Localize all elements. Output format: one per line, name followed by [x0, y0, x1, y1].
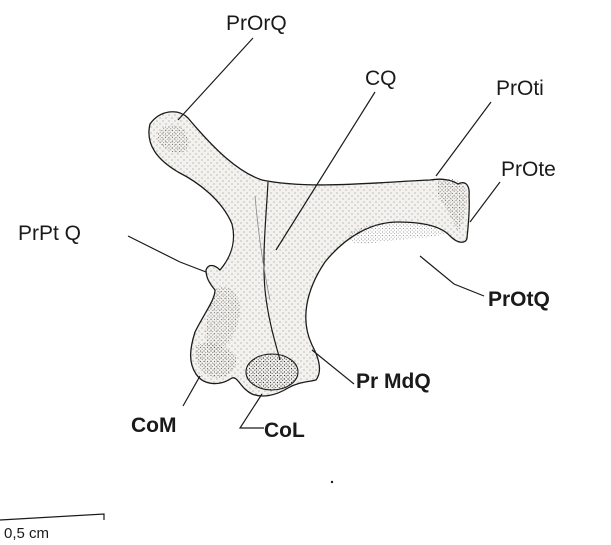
label-co-l: CoL [264, 419, 305, 442]
scale-bar-label: 0,5 cm [4, 525, 49, 542]
label-co-m: CoM [131, 414, 177, 437]
label-pr-or-q: PrOrQ [226, 12, 287, 35]
leader-pr-ote [470, 182, 500, 222]
leader-pr-ot-q [420, 256, 484, 296]
scale-bar-line [0, 514, 104, 520]
label-pr-md-q: Pr MdQ [356, 370, 431, 393]
label-pr-ote: PrOte [501, 158, 556, 181]
label-pr-ot-q: PrOtQ [488, 288, 550, 311]
leader-pr-or-q [178, 38, 253, 120]
leader-co-m [183, 376, 200, 406]
quadrate-bone-drawing [149, 112, 469, 396]
speck-mark [331, 481, 333, 483]
leader-pr-oti [436, 102, 491, 176]
leader-co-l [240, 394, 264, 428]
scale-bar: 0,5 cm [0, 514, 104, 542]
label-cq: CQ [365, 67, 397, 90]
lateral-condyle [246, 354, 298, 390]
label-pr-oti: PrOti [496, 77, 544, 100]
leader-pr-pt-q [128, 236, 206, 272]
label-pr-pt-q: PrPt Q [18, 222, 81, 245]
